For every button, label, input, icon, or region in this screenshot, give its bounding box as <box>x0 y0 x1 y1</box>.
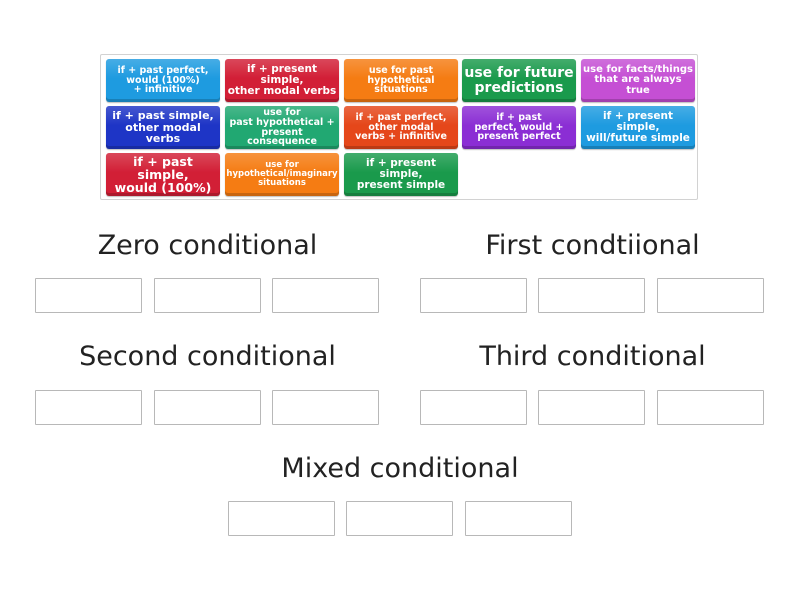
group-title-third-conditional: Third conditional <box>479 341 706 372</box>
drop-slot[interactable] <box>465 501 572 536</box>
draggable-tile[interactable]: if + past simple, other modal verbs <box>106 106 220 149</box>
draggable-tile[interactable]: if + present simple, present simple <box>344 153 458 196</box>
drop-slot[interactable] <box>35 390 142 425</box>
drop-slot[interactable] <box>35 278 142 313</box>
group-title-zero-conditional: Zero conditional <box>97 230 318 261</box>
drop-slot[interactable] <box>657 278 764 313</box>
draggable-tile[interactable]: if + past simple, would (100%) <box>106 153 220 196</box>
drop-slot[interactable] <box>538 390 645 425</box>
group-title-mixed-conditional: Mixed conditional <box>281 453 519 484</box>
drop-slot[interactable] <box>272 390 379 425</box>
drop-slot[interactable] <box>657 390 764 425</box>
draggable-tile[interactable]: if + present simple, will/future simple <box>581 106 695 149</box>
draggable-tile[interactable]: use for hypothetical/imaginary situation… <box>225 153 339 196</box>
draggable-tile[interactable]: if + past perfect, would (100%) + infini… <box>106 59 220 102</box>
drop-slot[interactable] <box>154 278 261 313</box>
drop-slot[interactable] <box>228 501 335 536</box>
drop-slot[interactable] <box>538 278 645 313</box>
draggable-tile[interactable]: use for past hypothetical situations <box>344 59 458 102</box>
drop-slot[interactable] <box>420 278 527 313</box>
draggable-tile[interactable]: if + past perfect, would + present perfe… <box>462 106 576 149</box>
draggable-tile[interactable]: use for past hypothetical + present cons… <box>225 106 339 149</box>
group-title-first-conditional: First condtiional <box>485 230 700 261</box>
draggable-tile[interactable]: use for future predictions <box>462 59 576 102</box>
draggable-tile[interactable]: if + past perfect, other modal verbs + i… <box>344 106 458 149</box>
drop-slot[interactable] <box>346 501 453 536</box>
draggable-tile[interactable]: if + present simple, other modal verbs <box>225 59 339 102</box>
drop-slot[interactable] <box>154 390 261 425</box>
draggable-tile[interactable]: use for facts/things that are always tru… <box>581 59 695 102</box>
tile-bank: if + past perfect, would (100%) + infini… <box>100 54 698 200</box>
drop-slot[interactable] <box>420 390 527 425</box>
group-title-second-conditional: Second conditional <box>79 341 336 372</box>
drop-slot[interactable] <box>272 278 379 313</box>
